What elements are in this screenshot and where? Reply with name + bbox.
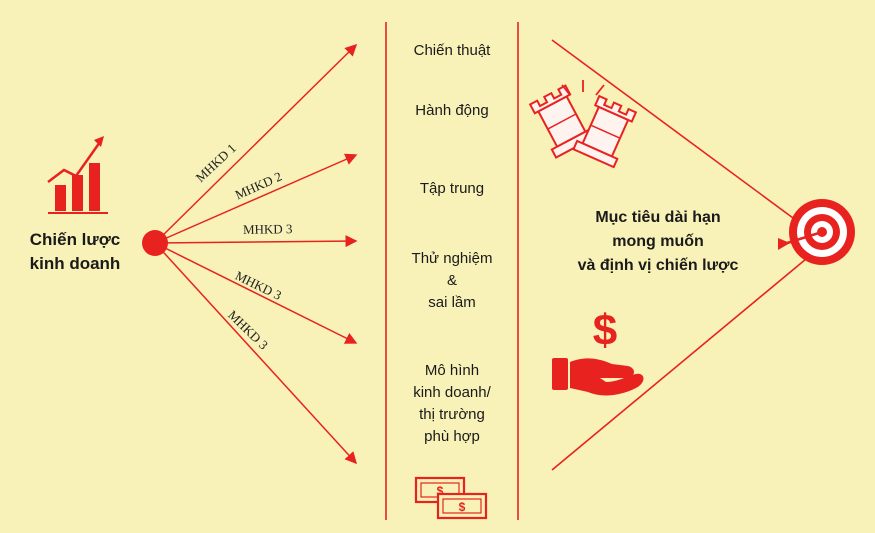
svg-text:$: $: [593, 306, 617, 355]
arrow-mhkd-3a: [154, 235, 358, 248]
strategy-label-line1: Chiến lược: [29, 230, 121, 249]
goal-line2: mong muốn: [612, 233, 704, 250]
strategy-label-line2: kinh doanh: [29, 254, 121, 273]
goal-line3: và định vị chiến lược: [577, 257, 739, 274]
chess-rooks-icon: [528, 80, 638, 169]
arrow-mhkd-3c: [154, 242, 358, 465]
middle-item-business-model: Mô hình kinh doanh/ thị trường phù hợp: [386, 360, 518, 448]
money-bills-icon: $ $: [414, 476, 488, 520]
svg-text:$: $: [459, 500, 466, 514]
strategy-label: Chiến lược kinh doanh: [10, 228, 140, 276]
middle-item-action: Hành động: [415, 102, 489, 119]
middle-item-tactics: Chiến thuật: [413, 42, 491, 59]
money-hand-icon: $: [552, 306, 644, 396]
arrow-label-3: MHKD 3: [242, 221, 293, 237]
arrow-mhkd-3b: [154, 242, 358, 344]
business-model-line2: kinh doanh/: [413, 384, 491, 401]
svg-text:$: $: [437, 484, 444, 498]
middle-item-trial-error: Thử nghiệm & sai lầm: [386, 248, 518, 314]
middle-item-focus: Tập trung: [419, 180, 485, 197]
converge-line-top: [551, 39, 813, 233]
arrow-mhkd-1: [154, 43, 358, 244]
trial-error-line1: Thử nghiệm: [411, 250, 493, 267]
target-icon: [778, 199, 855, 265]
converge-line-bottom: [551, 253, 813, 471]
trial-error-line2: &: [446, 272, 457, 289]
business-model-line4: phù hợp: [424, 428, 480, 445]
goal-line1: Mục tiêu dài hạn: [595, 209, 721, 226]
goal-label: Mục tiêu dài hạn mong muốn và định vị ch…: [538, 206, 778, 278]
arrow-mhkd-2: [154, 153, 358, 244]
growth-chart-icon: [47, 136, 108, 214]
business-model-line1: Mô hình: [424, 362, 480, 379]
trial-error-line3: sai lầm: [428, 294, 476, 311]
business-model-line3: thị trường: [419, 406, 485, 423]
